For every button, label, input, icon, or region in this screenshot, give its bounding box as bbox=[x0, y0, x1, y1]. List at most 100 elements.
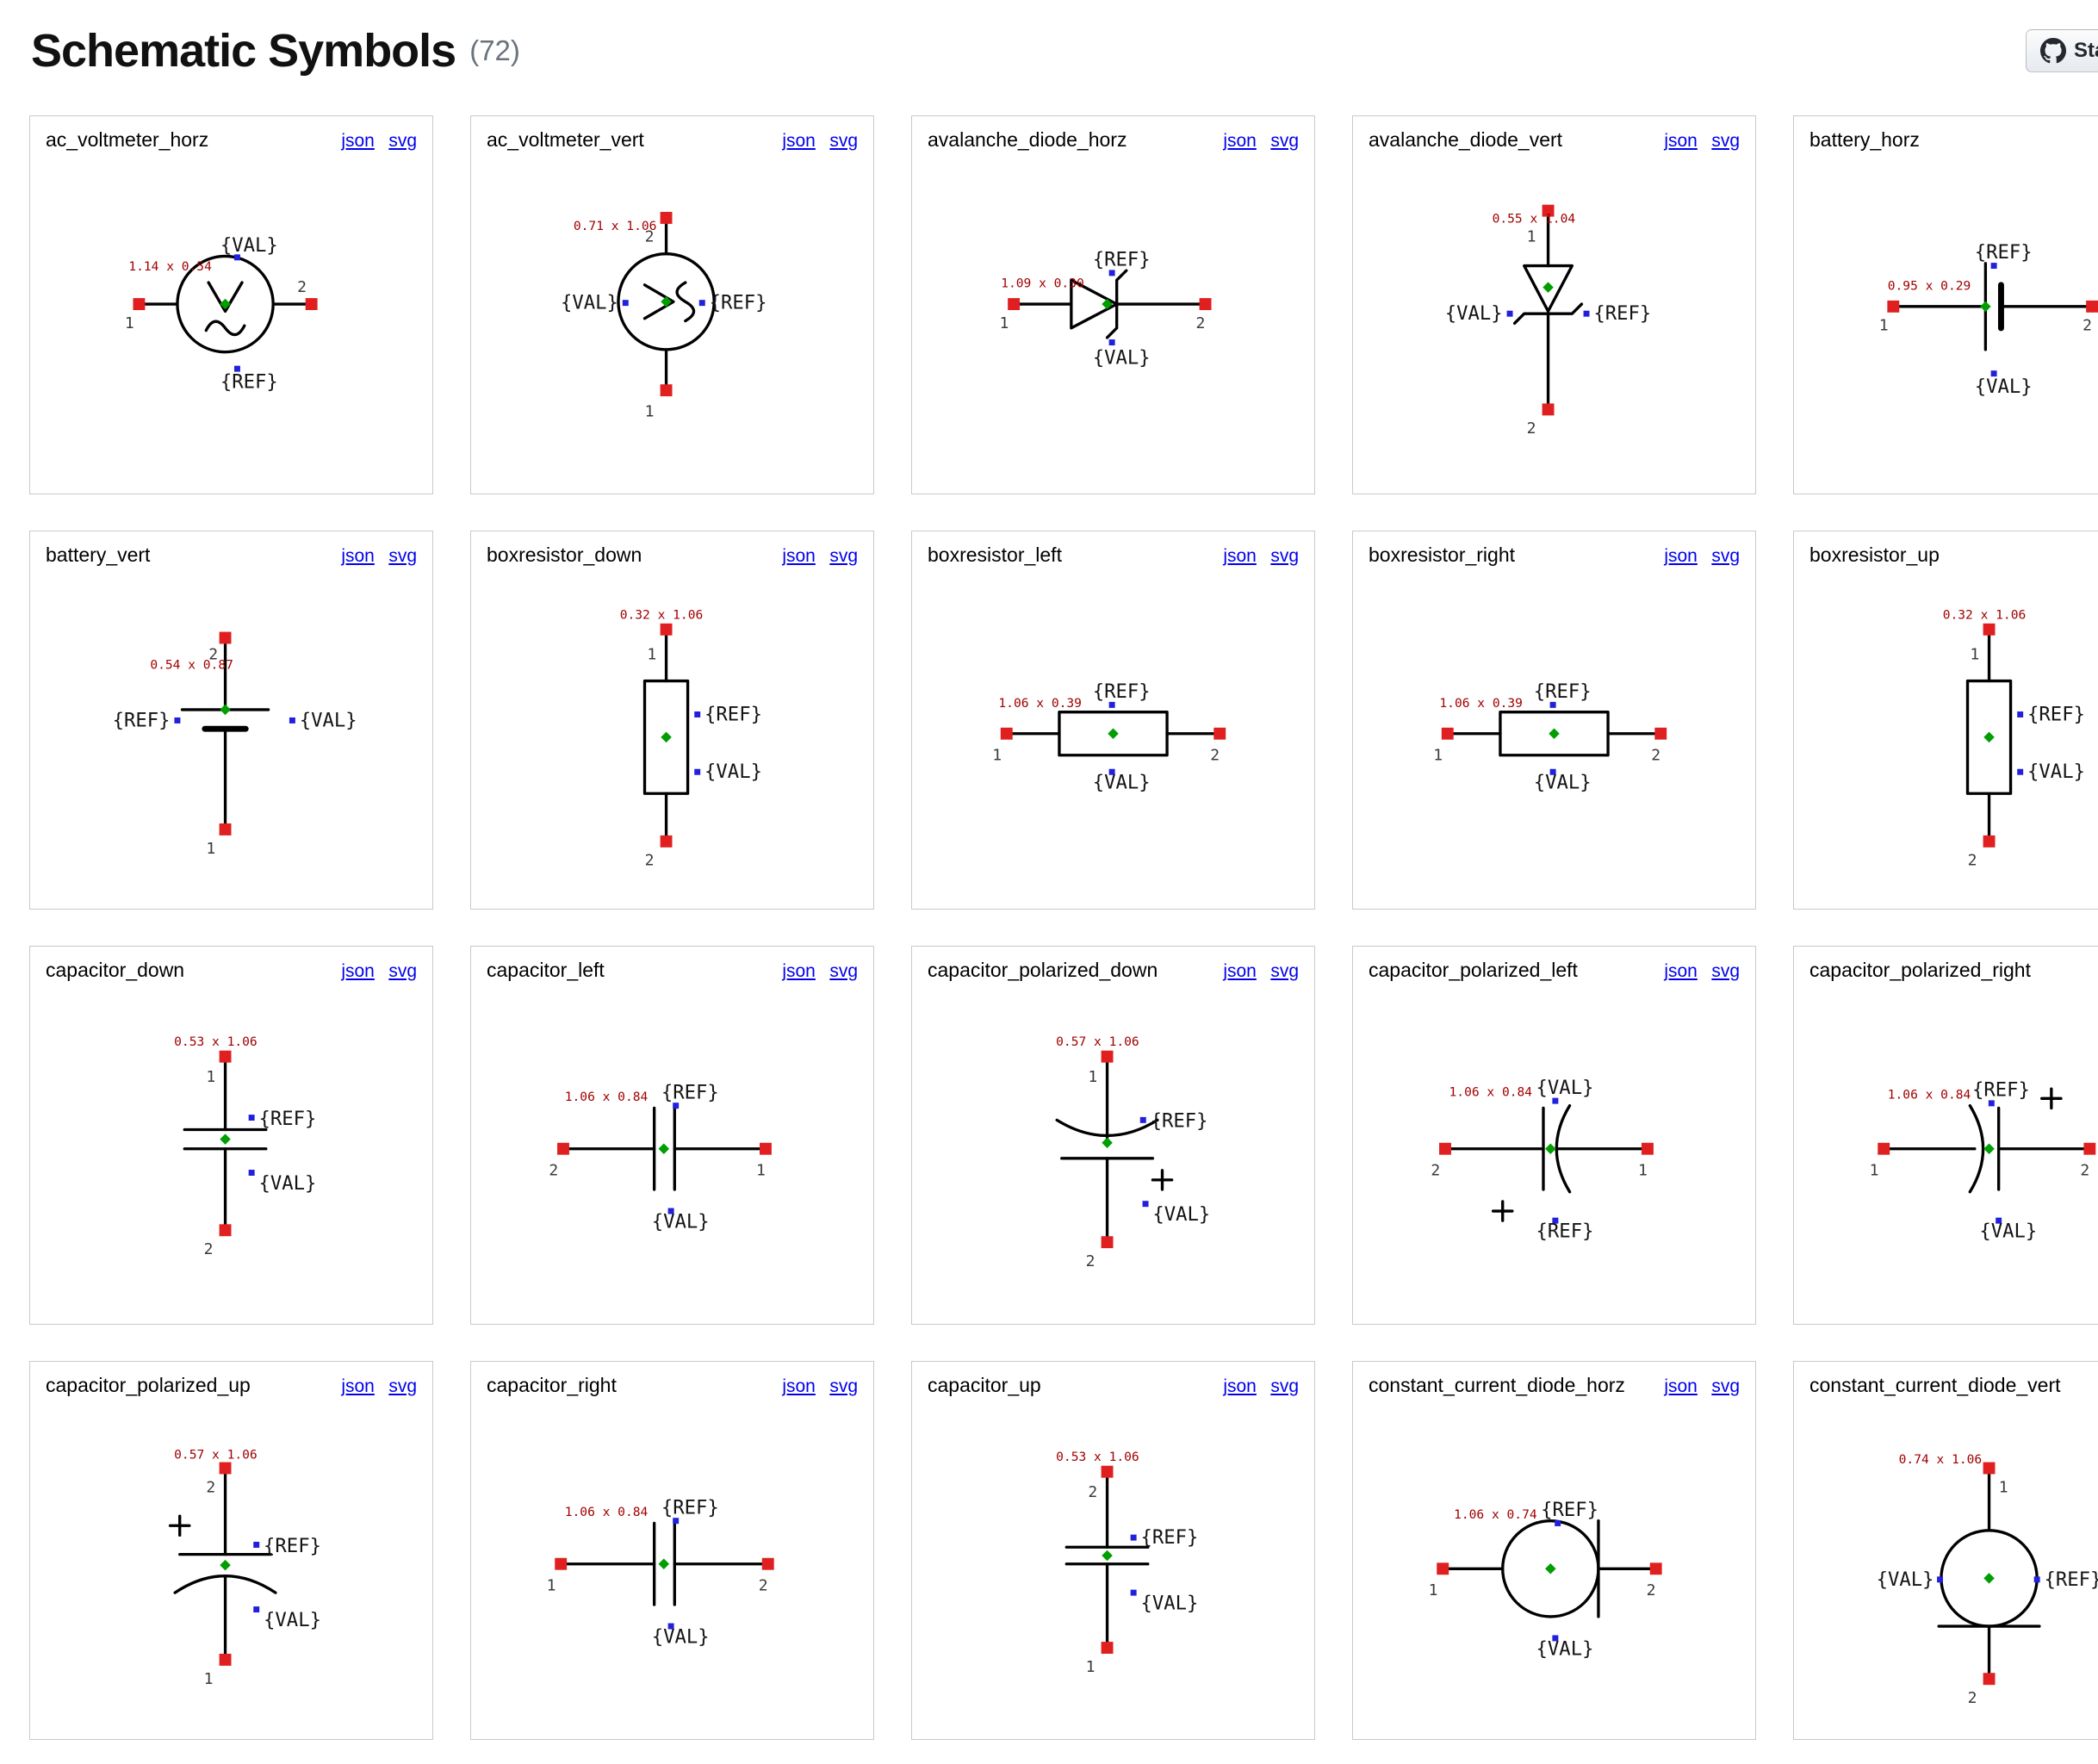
value-label: {VAL} bbox=[1093, 347, 1151, 370]
pin-number: 2 bbox=[1431, 1161, 1440, 1179]
pin-marker bbox=[555, 1557, 568, 1570]
pin-number: 1 bbox=[1638, 1161, 1648, 1179]
pin-marker bbox=[660, 211, 673, 224]
symbol-grid: ac_voltmeter_horz json svg 1.14 x 0.54 {… bbox=[0, 115, 2098, 1740]
ref-label: {REF} bbox=[1541, 1499, 1598, 1521]
pin-number: 2 bbox=[1968, 1689, 1977, 1707]
pin-number: 2 bbox=[1651, 746, 1660, 764]
json-link[interactable]: json bbox=[1664, 1376, 1698, 1396]
text-anchor-marker bbox=[289, 717, 295, 724]
json-link[interactable]: json bbox=[341, 1376, 375, 1396]
pin-number: 2 bbox=[1196, 314, 1206, 332]
symbol-title: ac_voltmeter_horz bbox=[46, 128, 209, 151]
json-link[interactable]: json bbox=[1664, 131, 1698, 151]
json-link[interactable]: json bbox=[1223, 1376, 1257, 1396]
ref-label: {REF} bbox=[705, 703, 762, 725]
symbol-title: capacitor_left bbox=[487, 959, 605, 981]
card-capacitor-down: capacitor_down json svg 0.53 x 1.06 {REF… bbox=[29, 946, 433, 1325]
text-anchor-marker bbox=[1130, 1534, 1137, 1541]
json-link[interactable]: json bbox=[341, 131, 375, 151]
origin-diamond bbox=[1983, 731, 1995, 743]
json-link[interactable]: json bbox=[1664, 546, 1698, 566]
svg-link[interactable]: svg bbox=[388, 131, 417, 151]
origin-diamond bbox=[1983, 1573, 1995, 1584]
svg-link[interactable]: svg bbox=[388, 961, 417, 981]
value-label: {VAL} bbox=[561, 292, 618, 314]
symbol-title: ac_voltmeter_vert bbox=[487, 128, 644, 151]
card-avalanche-diode-horz: avalanche_diode_horz json svg 1.09 x 0.3… bbox=[911, 115, 1315, 494]
json-link[interactable]: json bbox=[782, 1376, 816, 1396]
json-link[interactable]: json bbox=[1223, 131, 1257, 151]
symbol-title: capacitor_polarized_down bbox=[928, 959, 1158, 981]
pin-marker bbox=[1983, 1673, 1996, 1686]
symbol-drawing: 0.57 x 1.06 {REF} {VAL} 1 2 bbox=[1055, 1034, 1210, 1270]
pin-marker bbox=[1983, 835, 1996, 848]
pin-marker bbox=[1878, 1142, 1890, 1155]
svg-link[interactable]: svg bbox=[1270, 1376, 1299, 1396]
symbol-drawing: 0.53 x 1.06 {REF} {VAL} 2 1 bbox=[1056, 1450, 1198, 1676]
symbol-lines bbox=[562, 1106, 767, 1191]
github-icon bbox=[2040, 38, 2066, 64]
card-avalanche-diode-vert: avalanche_diode_vert json svg 0.55 x 1.0… bbox=[1352, 115, 1756, 494]
svg-link[interactable]: svg bbox=[1711, 546, 1740, 566]
dimension-label: 0.32 x 1.06 bbox=[1943, 607, 2027, 622]
svg-link[interactable]: svg bbox=[829, 1376, 858, 1396]
ref-label: {REF} bbox=[1093, 249, 1151, 271]
json-link[interactable]: json bbox=[782, 131, 816, 151]
pin-number: 2 bbox=[208, 646, 218, 664]
json-link[interactable]: json bbox=[782, 546, 816, 566]
svg-link[interactable]: svg bbox=[1270, 546, 1299, 566]
json-link[interactable]: json bbox=[341, 546, 375, 566]
json-link[interactable]: json bbox=[1223, 961, 1257, 981]
svg-link[interactable]: svg bbox=[829, 546, 858, 566]
value-label: {VAL} bbox=[652, 1625, 710, 1648]
value-label: {VAL} bbox=[652, 1210, 710, 1233]
svg-link[interactable]: svg bbox=[388, 1376, 417, 1396]
text-anchor-marker bbox=[1139, 1116, 1146, 1123]
symbol-drawing: 1.06 x 0.84 {REF} {VAL} 1 2 bbox=[1870, 1079, 2096, 1243]
svg-link[interactable]: svg bbox=[1711, 1376, 1740, 1396]
github-star-label: Star bbox=[2074, 39, 2098, 62]
origin-diamond bbox=[1545, 1143, 1556, 1154]
json-link[interactable]: json bbox=[1664, 961, 1698, 981]
pin-number: 2 bbox=[2080, 1161, 2089, 1179]
json-link[interactable]: json bbox=[782, 961, 816, 981]
svg-link[interactable]: svg bbox=[1711, 131, 1740, 151]
pin-marker bbox=[761, 1557, 774, 1570]
json-link[interactable]: json bbox=[341, 961, 375, 981]
svg-link[interactable]: svg bbox=[388, 546, 417, 566]
pin-marker bbox=[219, 1462, 232, 1475]
symbol-drawing: 0.55 x 1.04 {VAL} {REF} 1 2 bbox=[1445, 204, 1651, 438]
svg-link[interactable]: svg bbox=[1711, 961, 1740, 981]
origin-diamond bbox=[1102, 1550, 1113, 1562]
text-anchor-marker bbox=[248, 1115, 255, 1121]
svg-link[interactable]: svg bbox=[829, 961, 858, 981]
symbol-count: (72) bbox=[469, 34, 520, 66]
dimension-label: 0.71 x 1.06 bbox=[574, 219, 657, 233]
json-link[interactable]: json bbox=[1223, 546, 1257, 566]
pin-number: 1 bbox=[547, 1576, 556, 1594]
svg-link[interactable]: svg bbox=[1270, 961, 1299, 981]
origin-diamond bbox=[1983, 1143, 1995, 1154]
github-star-button[interactable]: Star bbox=[2026, 29, 2098, 72]
symbol-title: capacitor_polarized_right bbox=[1809, 959, 2031, 981]
dimension-label: 1.06 x 0.39 bbox=[998, 696, 1082, 711]
origin-diamond bbox=[220, 704, 231, 716]
origin-diamond bbox=[661, 296, 672, 307]
svg-link[interactable]: svg bbox=[1270, 131, 1299, 151]
origin-diamond bbox=[1980, 301, 1991, 313]
svg-link[interactable]: svg bbox=[829, 131, 858, 151]
pin-marker bbox=[219, 823, 232, 835]
pin-marker bbox=[1000, 727, 1013, 740]
pin-number: 2 bbox=[759, 1576, 768, 1594]
symbol-lines bbox=[1512, 208, 1584, 412]
text-anchor-marker bbox=[2017, 768, 2024, 775]
value-label: {VAL} bbox=[264, 1609, 321, 1631]
value-label: {VAL} bbox=[1536, 1637, 1594, 1660]
pin-number: 1 bbox=[1527, 228, 1536, 246]
symbol-lines bbox=[1965, 628, 2013, 843]
card-capacitor-polarized-left: capacitor_polarized_left json svg 1.06 x… bbox=[1352, 946, 1756, 1325]
dimension-label: 1.06 x 0.84 bbox=[1888, 1087, 1971, 1102]
card-capacitor-right: capacitor_right json svg 1.06 x 0.84 {RE… bbox=[470, 1361, 874, 1740]
card-capacitor-left: capacitor_left json svg 1.06 x 0.84 {REF… bbox=[470, 946, 874, 1325]
